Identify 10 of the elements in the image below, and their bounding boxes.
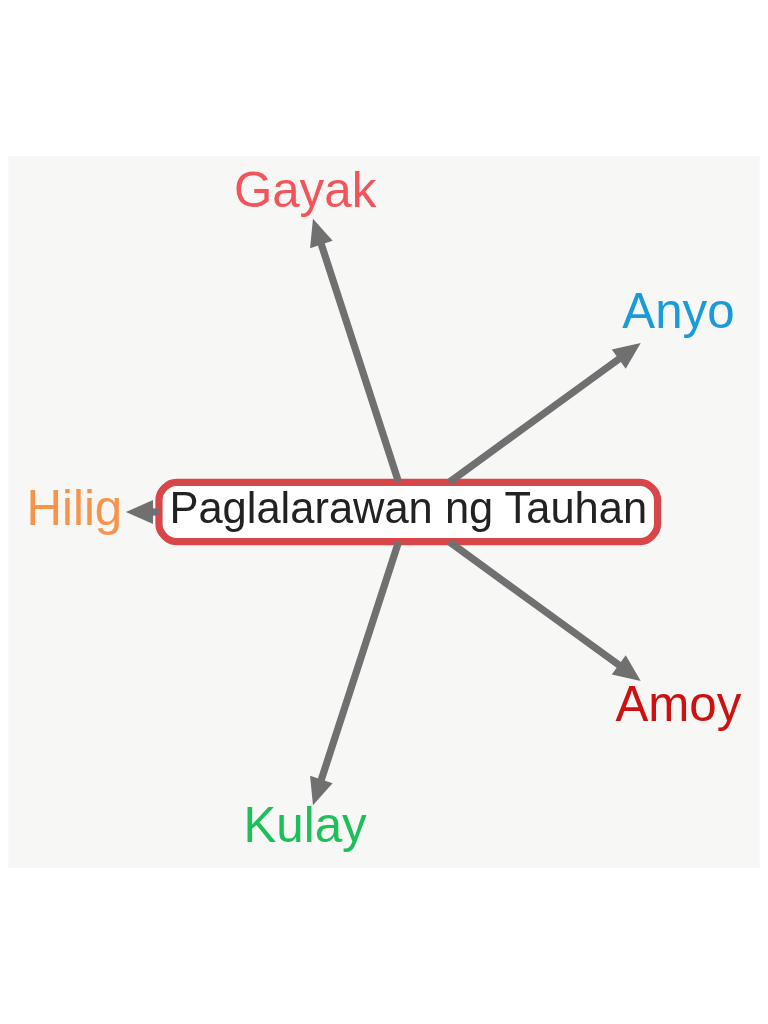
arrow: [310, 218, 402, 484]
node-text: Hilig: [26, 479, 123, 535]
arrow: [310, 540, 402, 806]
node-text: Gayak: [233, 162, 377, 218]
node-text: Kulay: [243, 797, 367, 853]
arrow: [447, 343, 641, 486]
node-box: Paglalarawan ng Tauhan: [155, 478, 662, 546]
node-text: Anyo: [622, 283, 735, 339]
node-text: Amoy: [615, 675, 742, 731]
arrow: [447, 538, 641, 681]
